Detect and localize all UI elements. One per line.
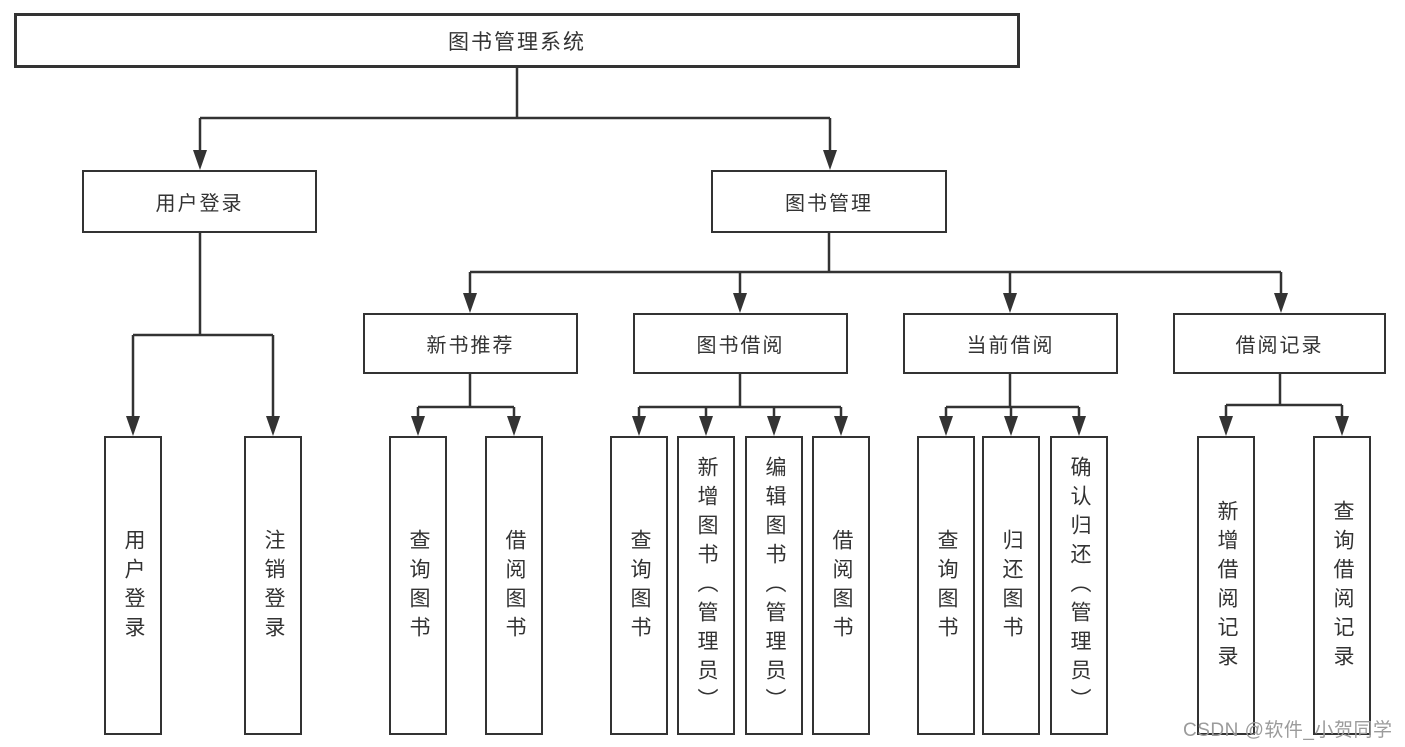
leaf-query-borrow-record: 查询借阅记录 — [1313, 436, 1371, 735]
arrowhead-icon — [939, 416, 953, 436]
arrowhead-icon — [823, 150, 837, 170]
connector-root-to-level2 — [193, 68, 837, 170]
leaf-query-books-borrowing: 查询图书 — [610, 436, 668, 735]
node-user-login: 用户登录 — [82, 170, 317, 233]
node-new-book-recommendation: 新书推荐 — [363, 313, 578, 374]
connector-current-borrowing-to-leaves — [939, 374, 1086, 436]
leaf-borrow-books-recommend: 借阅图书 — [485, 436, 543, 735]
leaf-logout: 注销登录 — [244, 436, 302, 735]
arrowhead-icon — [266, 416, 280, 436]
arrowhead-icon — [507, 416, 521, 436]
connector-line — [131, 233, 275, 422]
node-book-management: 图书管理 — [711, 170, 947, 233]
leaf-confirm-return-admin: 确认归还（管理员） — [1050, 436, 1108, 735]
connector-line — [468, 233, 1283, 300]
watermark: CSDN @软件_小贺同学 — [1183, 720, 1393, 741]
node-current-borrowing: 当前借阅 — [903, 313, 1118, 374]
arrowhead-icon — [1004, 416, 1018, 436]
connector-line — [944, 374, 1081, 422]
leaf-edit-books-admin: 编辑图书（管理员） — [745, 436, 803, 735]
connector-recommendation-to-leaves — [411, 374, 521, 436]
connector-line — [198, 68, 832, 158]
leaf-query-books-current: 查询图书 — [917, 436, 975, 735]
arrowhead-icon — [699, 416, 713, 436]
connector-line — [1224, 374, 1344, 422]
arrowhead-icon — [733, 293, 747, 313]
arrowhead-icon — [411, 416, 425, 436]
arrowhead-icon — [1335, 416, 1349, 436]
arrowhead-icon — [834, 416, 848, 436]
arrowhead-icon — [463, 293, 477, 313]
arrowhead-icon — [1274, 293, 1288, 313]
arrowhead-icon — [1003, 293, 1017, 313]
connector-borrowing-to-leaves — [632, 374, 848, 436]
leaf-query-books-recommend: 查询图书 — [389, 436, 447, 735]
arrowhead-icon — [1219, 416, 1233, 436]
arrowhead-icon — [767, 416, 781, 436]
connector-line — [637, 374, 843, 422]
connector-user-login-to-leaves — [126, 233, 280, 436]
connector-records-to-leaves — [1219, 374, 1349, 436]
node-borrowing-records: 借阅记录 — [1173, 313, 1386, 374]
arrowhead-icon — [1072, 416, 1086, 436]
arrowhead-icon — [632, 416, 646, 436]
connector-book-management-to-level3 — [463, 233, 1288, 313]
connector-line — [416, 374, 516, 422]
node-book-borrowing: 图书借阅 — [633, 313, 848, 374]
leaf-add-books-admin: 新增图书（管理员） — [677, 436, 735, 735]
leaf-add-borrow-record: 新增借阅记录 — [1197, 436, 1255, 735]
arrowhead-icon — [193, 150, 207, 170]
leaf-return-books: 归还图书 — [982, 436, 1040, 735]
node-library-management-system: 图书管理系统 — [14, 13, 1020, 68]
leaf-borrow-books: 借阅图书 — [812, 436, 870, 735]
leaf-user-login: 用户登录 — [104, 436, 162, 735]
arrowhead-icon — [126, 416, 140, 436]
